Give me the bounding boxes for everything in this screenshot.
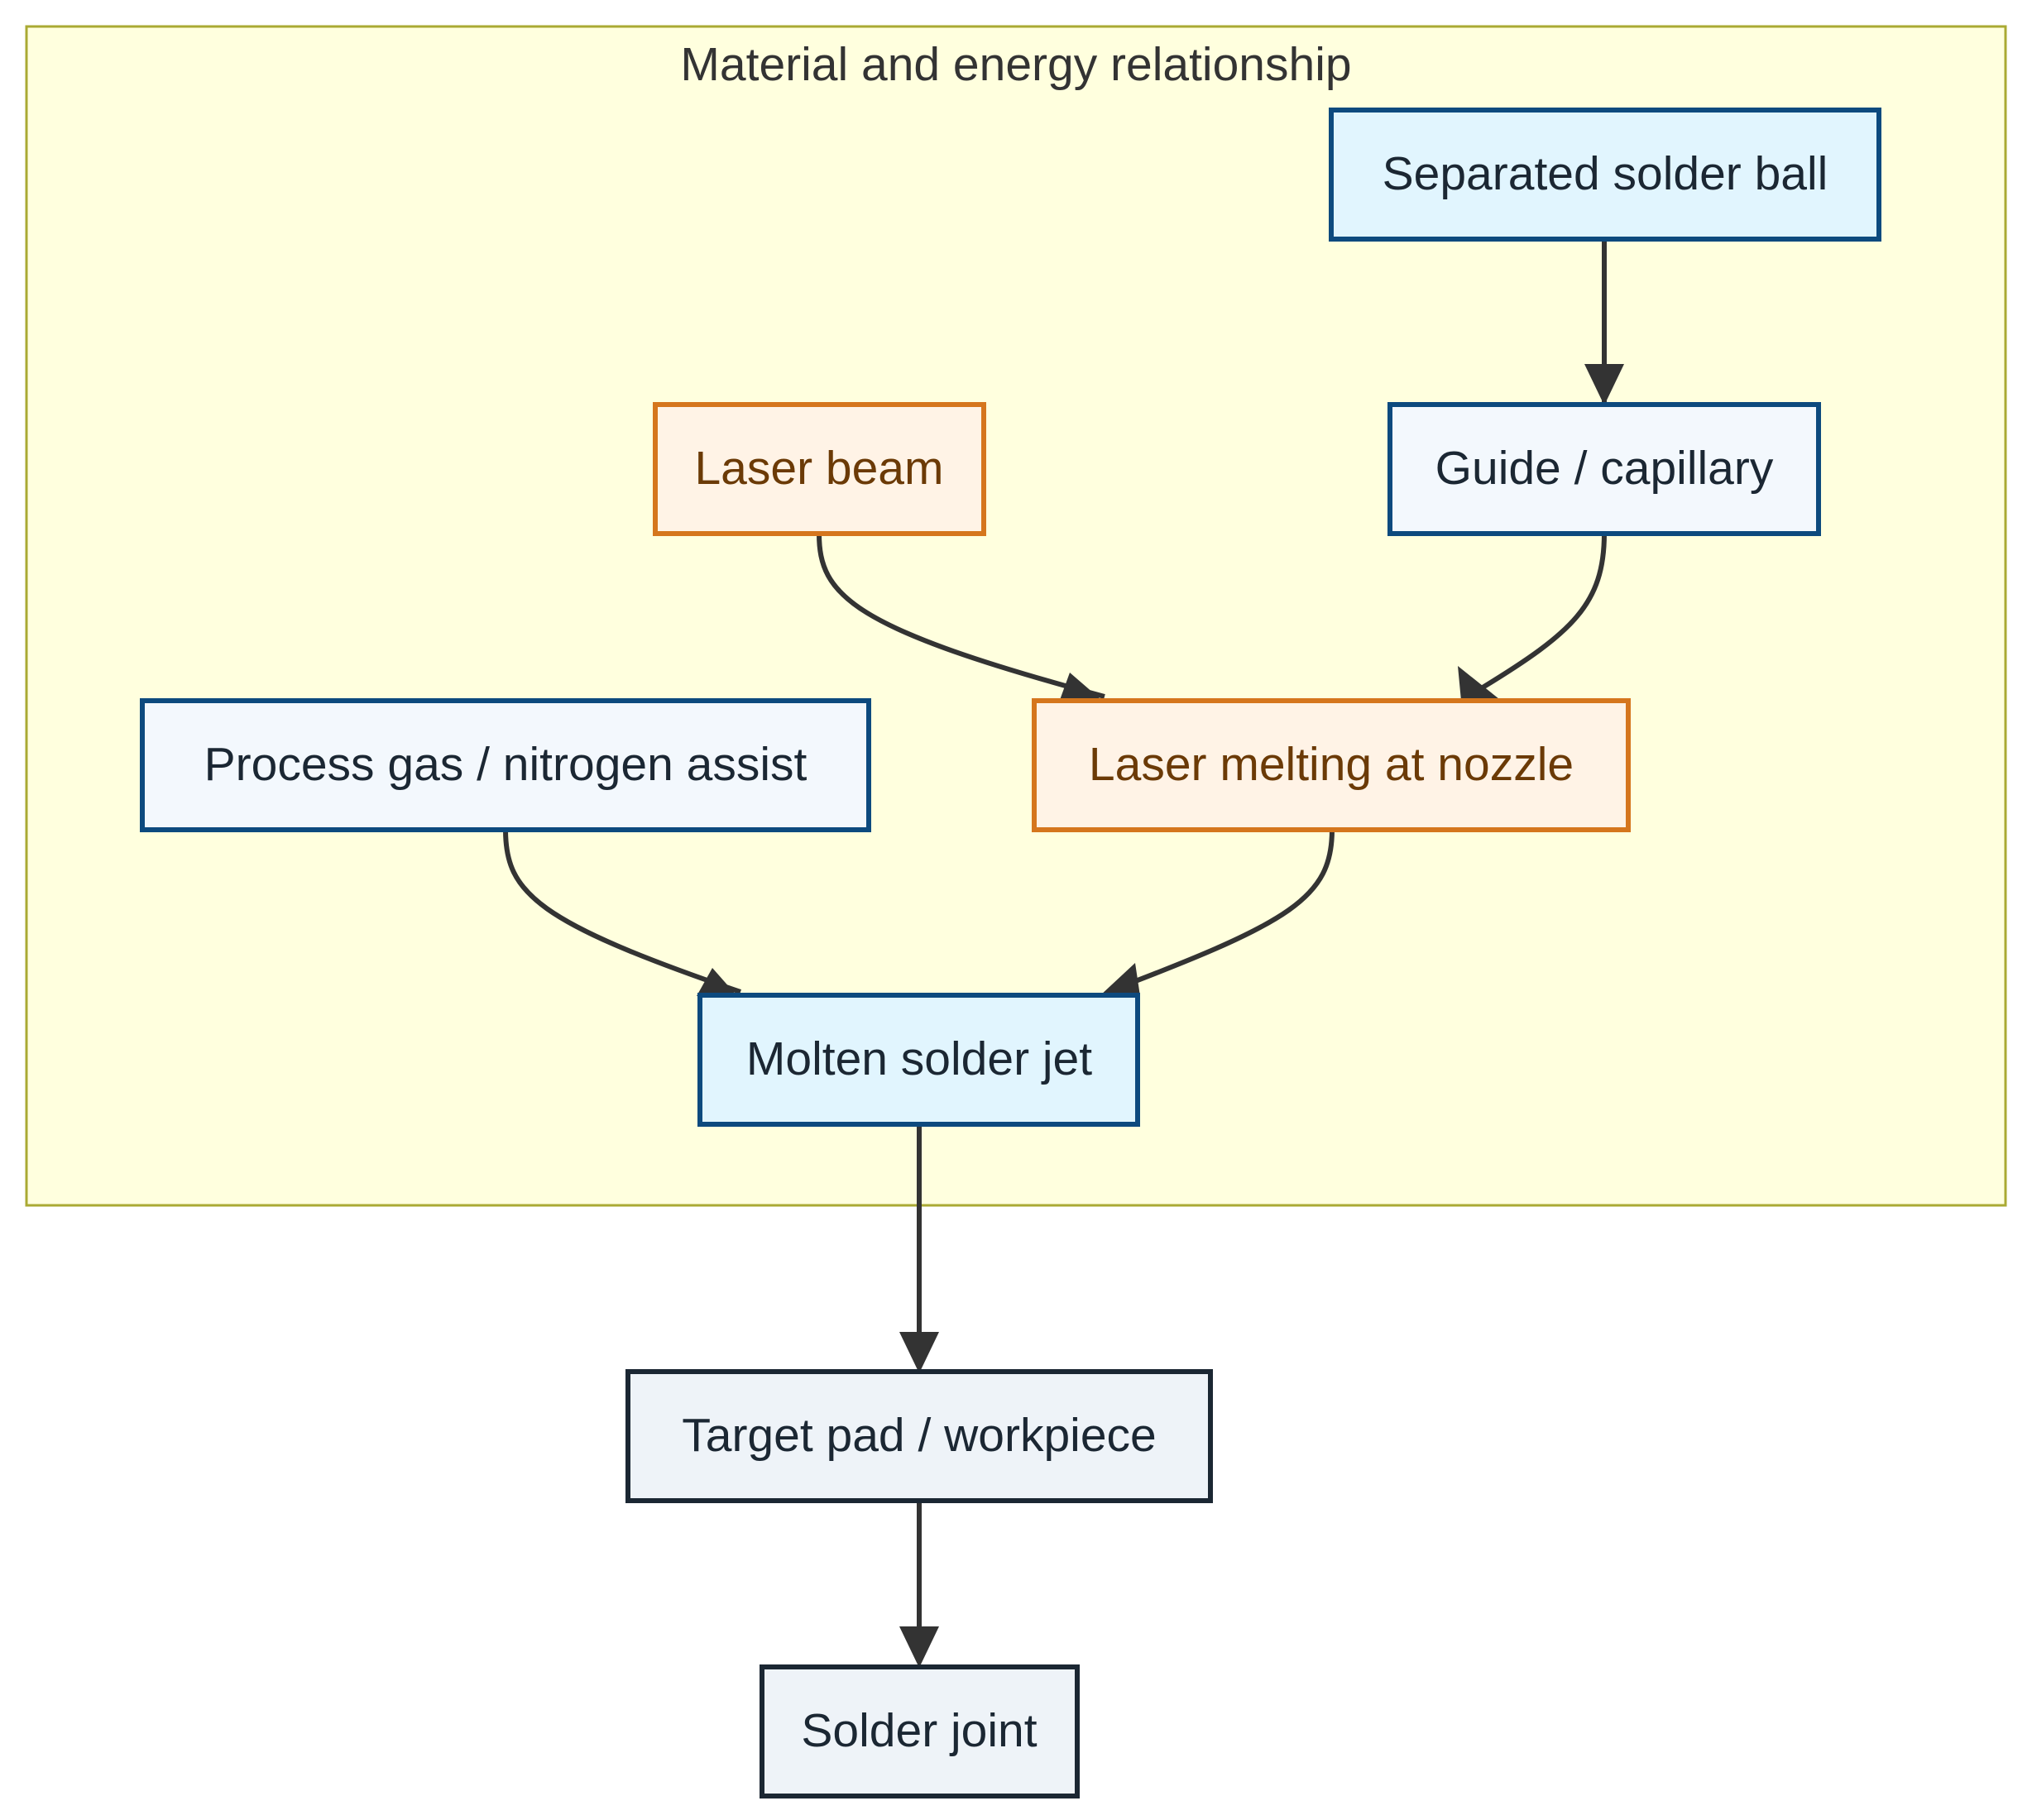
arrowhead [1584,364,1624,405]
edges [503,239,1624,1668]
node-label: Laser melting at nozzle [1089,738,1574,791]
arrowhead [899,1332,939,1373]
arrowhead [1458,666,1499,701]
node-box [697,993,1140,1127]
edge-gas-to-jet [503,829,741,994]
node-label: Laser beam [694,442,943,495]
arrowhead [697,968,737,996]
node-label: Molten solder jet [746,1032,1092,1085]
node-label: Guide / capillary [1435,442,1774,495]
node-label: Target pad / workpiece [682,1409,1156,1462]
node-box [760,1664,1080,1798]
node-laser-melting: Laser melting at nozzle [1032,698,1631,832]
node-box [1329,108,1881,242]
node-box [140,698,871,832]
node-label: Separated solder ball [1383,147,1828,200]
node-separated-solder-ball: Separated solder ball [1329,108,1881,242]
node-guide-capillary: Guide / capillary [1387,402,1821,536]
node-box [625,1369,1213,1503]
node-molten-solder-jet: Molten solder jet [697,993,1140,1127]
cluster-title: Material and energy relationship [680,38,1351,91]
node-laser-beam: Laser beam [653,402,986,536]
node-label: Process gas / nitrogen assist [204,738,808,791]
node-box [1387,402,1821,536]
node-process-gas: Process gas / nitrogen assist [140,698,871,832]
arrowhead [1100,963,1140,996]
arrowhead [899,1626,939,1668]
node-box [1032,698,1631,832]
node-label: Solder joint [801,1704,1037,1757]
node-box [653,402,986,536]
arrowhead [1060,673,1100,700]
node-target-pad: Target pad / workpiece [625,1369,1213,1503]
edge-melting-to-jet [1108,829,1335,994]
edge-guide-to-melting [1481,533,1607,690]
edge-laser-beam-to-melting [817,533,1105,699]
node-solder-joint: Solder joint [760,1664,1080,1798]
